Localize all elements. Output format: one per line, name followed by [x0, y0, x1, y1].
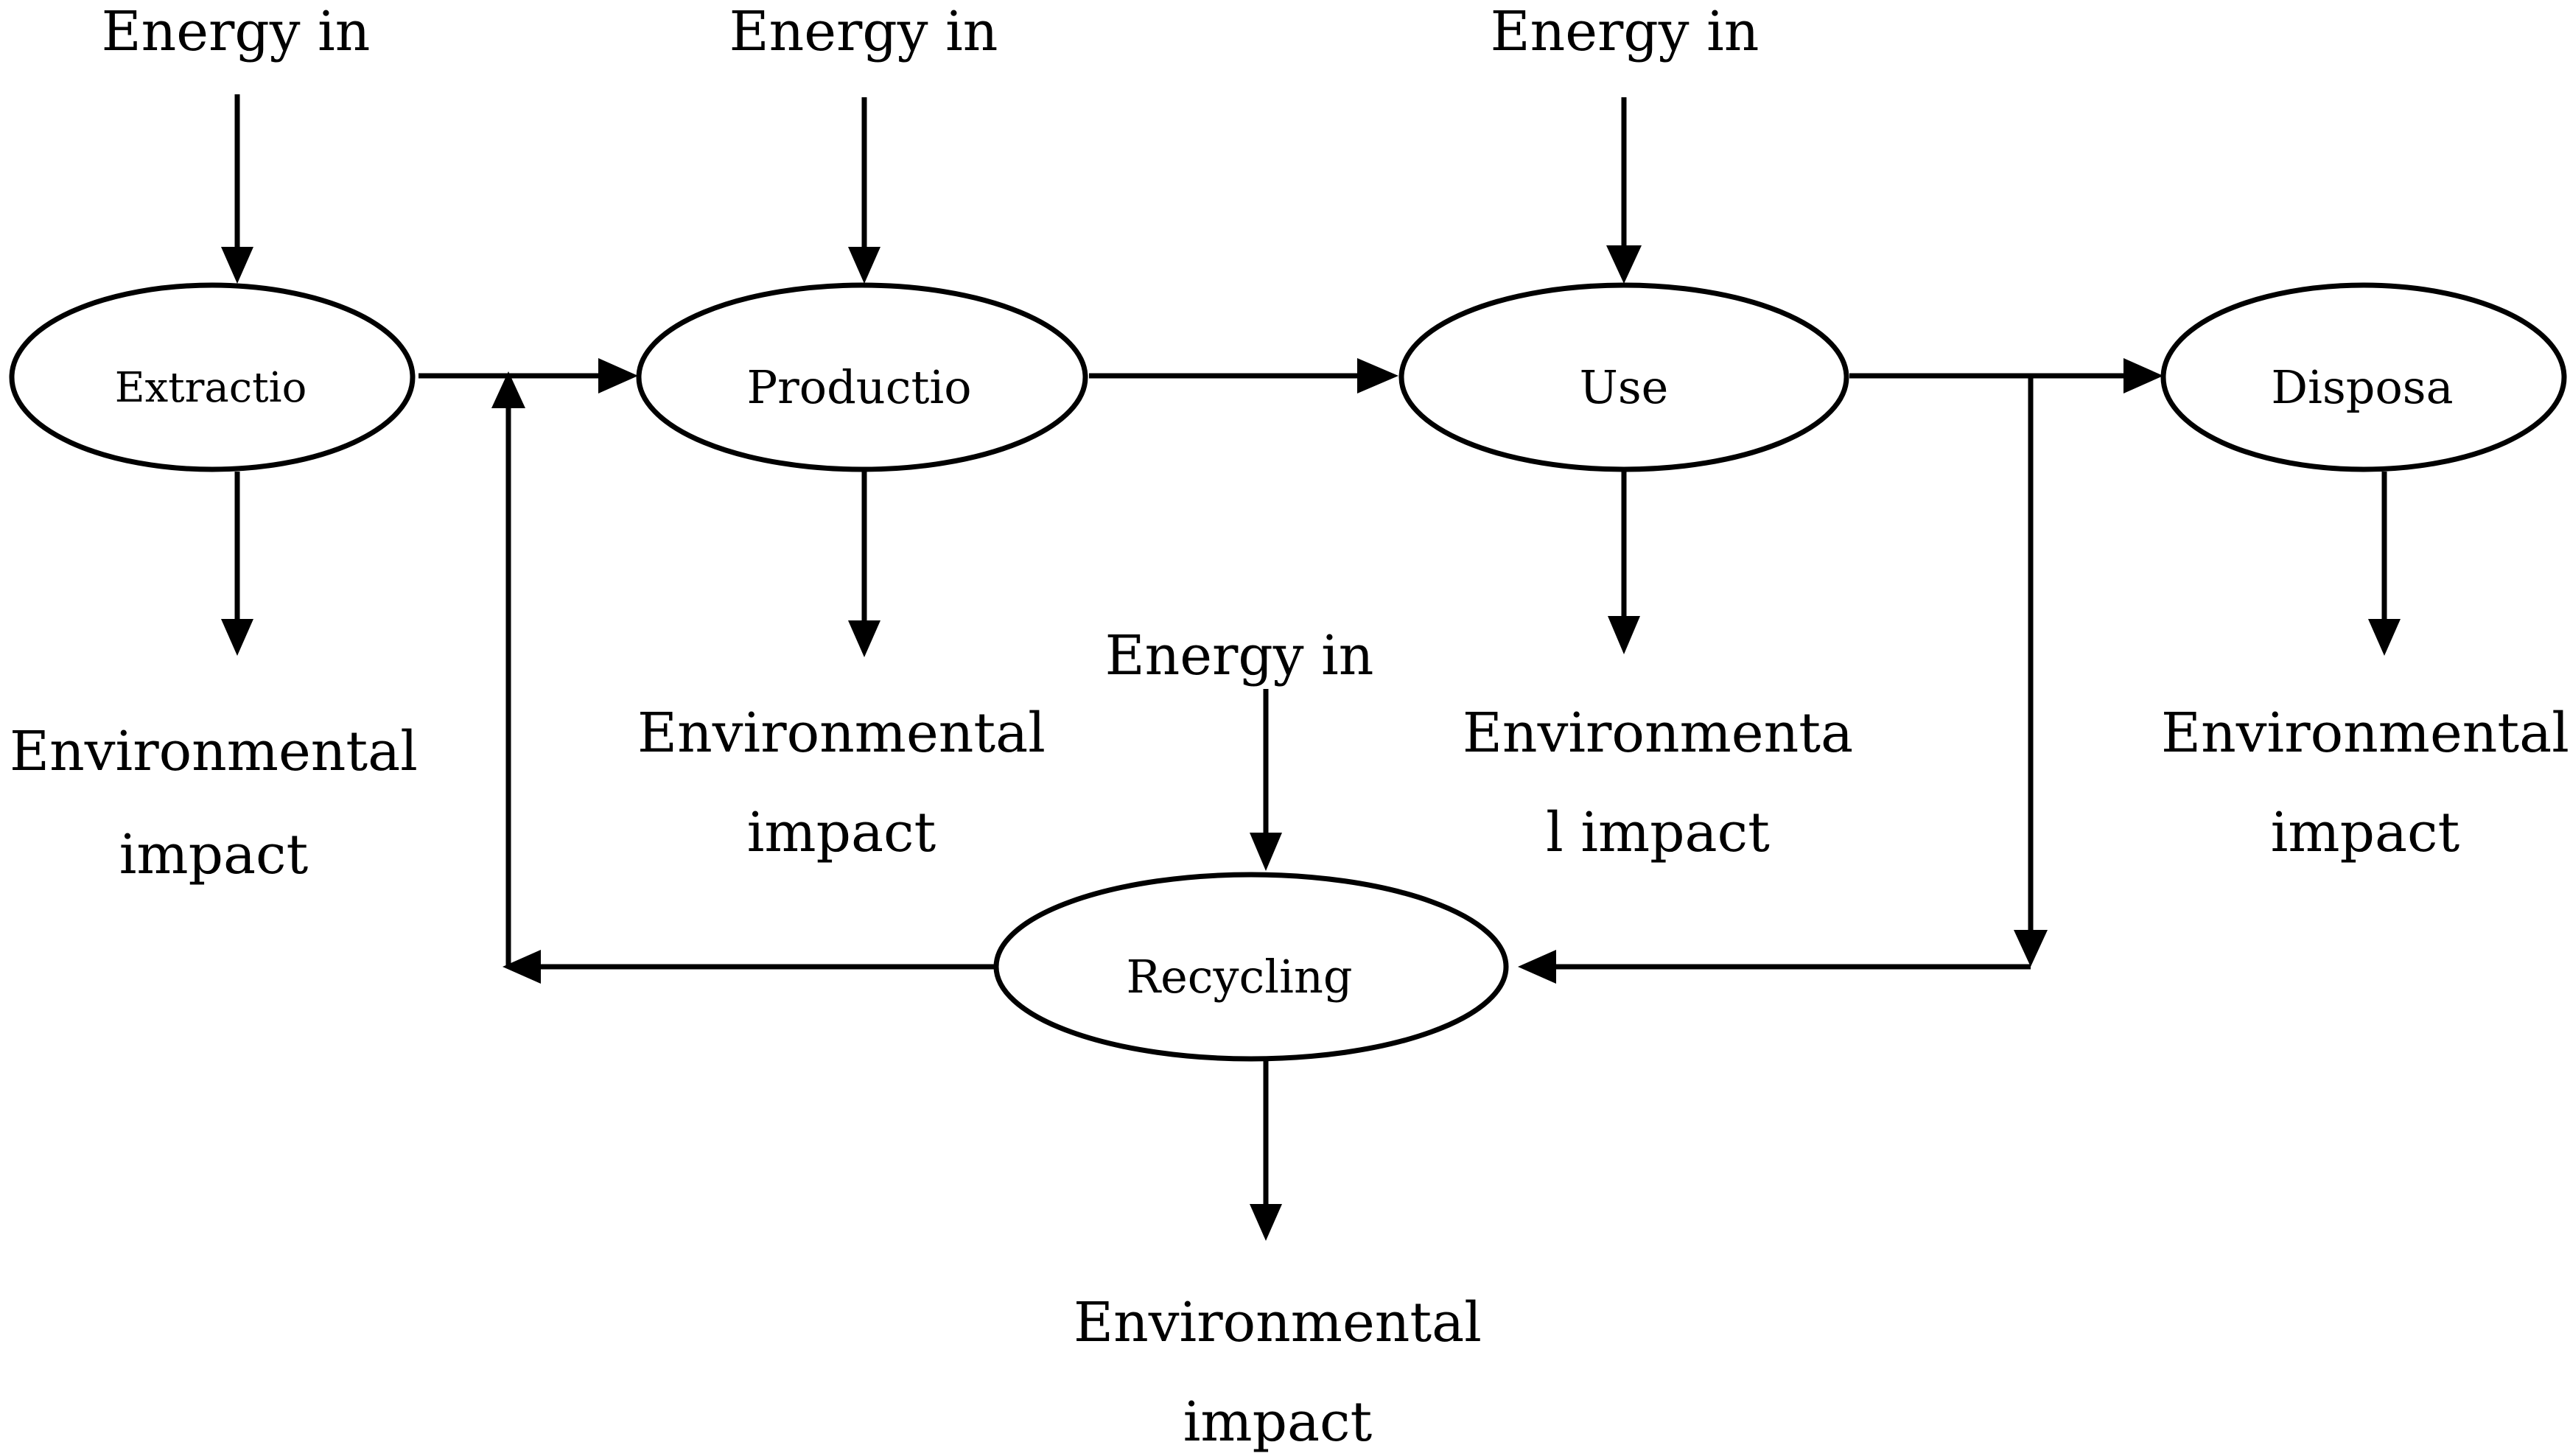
use-to-disposal-arrow: [1849, 358, 2163, 393]
impact-use-arrow: [1608, 472, 1640, 654]
energy-in-extraction-arrow: [221, 94, 253, 284]
impact-recycling-line1: Environmental: [1074, 1291, 1482, 1354]
impact-production-line1: Environmental: [637, 701, 1046, 765]
node-recycling: Recycling: [993, 872, 1509, 1062]
node-use-label: Use: [1580, 360, 1669, 414]
node-disposal: Disposa: [2160, 282, 2567, 472]
energy-in-recycling-label: Energy in: [1105, 624, 1374, 687]
use-to-recycling-arrow: [1518, 376, 2048, 984]
node-production-label: Productio: [746, 360, 971, 414]
recycling-to-production-arrow: [491, 371, 996, 984]
energy-in-use-label: Energy in: [1491, 0, 1760, 63]
energy-in-use-arrow: [1606, 97, 1642, 284]
node-production: Productio: [636, 282, 1088, 472]
energy-in-recycling-arrow: [1250, 689, 1282, 871]
impact-disposal-line2: impact: [2271, 801, 2460, 864]
impact-disposal-line1: Environmental: [2161, 701, 2569, 765]
node-use: Use: [1398, 282, 1849, 472]
impact-use-line2: l impact: [1546, 801, 1770, 864]
energy-in-production-arrow: [848, 97, 880, 284]
impact-recycling-arrow: [1250, 1061, 1282, 1241]
impact-extraction-line2: impact: [119, 823, 309, 886]
production-to-use-arrow: [1089, 358, 1398, 393]
energy-in-production-label: Energy in: [729, 0, 998, 63]
node-extraction-label: Extractio: [115, 364, 307, 412]
impact-extraction-arrow: [221, 472, 253, 656]
impact-use-line1: Environmenta: [1463, 701, 1853, 765]
impact-production-line2: impact: [747, 801, 936, 864]
impact-production-arrow: [848, 472, 880, 657]
extraction-to-production-arrow: [419, 358, 638, 393]
impact-extraction-line1: Environmental: [10, 720, 418, 783]
node-extraction: Extractio: [9, 282, 416, 472]
energy-in-extraction-label: Energy in: [102, 0, 371, 63]
impact-recycling-line2: impact: [1183, 1390, 1373, 1454]
node-disposal-label: Disposa: [2271, 360, 2453, 414]
node-recycling-label: Recycling: [1126, 950, 1352, 1004]
impact-disposal-arrow: [2368, 472, 2401, 656]
